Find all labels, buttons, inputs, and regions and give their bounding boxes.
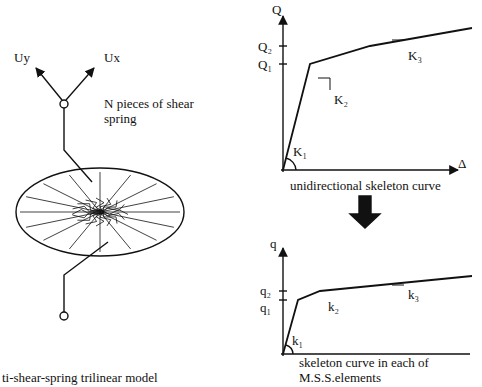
tick	[279, 63, 287, 64]
spring-zigzag	[73, 204, 125, 217]
transform-arrow	[350, 196, 380, 228]
value-label: Q₂	[258, 39, 272, 54]
stiffness-label: K₃	[408, 48, 422, 63]
tick	[279, 290, 287, 291]
figure-caption: ti-shear-spring trilinear model	[2, 370, 158, 385]
stiffness-label: K₁	[293, 144, 307, 159]
uy-arrow	[36, 68, 62, 100]
stiffness-label: k₁	[292, 333, 303, 348]
skeleton-curve	[283, 28, 472, 170]
annotation: N pieces of shear spring	[104, 96, 200, 126]
axis-name: Ux	[104, 50, 120, 65]
axis-name: Uy	[14, 50, 30, 65]
bottom-node	[60, 312, 68, 320]
delta-axis	[281, 169, 458, 170]
value-label: Q₁	[258, 57, 272, 72]
top-node	[60, 100, 68, 108]
spring-ring	[16, 168, 184, 256]
q-axis	[282, 16, 283, 172]
value-label: q₁	[260, 300, 271, 315]
chart-caption: skeleton curve in each of M.S.S.elements	[299, 355, 479, 385]
ux-arrow	[66, 68, 94, 100]
slope-mark	[392, 40, 404, 41]
tick	[279, 299, 287, 300]
angle-arc	[286, 345, 293, 354]
shear-springs	[20, 172, 180, 252]
shear-spring	[26, 197, 174, 228]
axis-name: q	[270, 236, 277, 251]
slope-mark	[392, 285, 404, 286]
q-axis	[282, 248, 283, 356]
stiffness-label: K₂	[334, 92, 348, 107]
chart-caption: unidirectional skeleton curve	[290, 178, 441, 193]
element-curve	[283, 276, 472, 354]
slope-mark	[318, 78, 330, 90]
x-axis	[281, 353, 470, 354]
lower-rod	[64, 242, 108, 312]
angle-arc	[286, 158, 296, 170]
axis-name: Δ	[458, 156, 466, 171]
value-label: q₂	[260, 283, 271, 298]
tick	[279, 45, 287, 46]
stiffness-label: k₃	[408, 287, 419, 302]
axis-name: Q	[272, 2, 281, 17]
stiffness-label: k₂	[328, 299, 339, 314]
